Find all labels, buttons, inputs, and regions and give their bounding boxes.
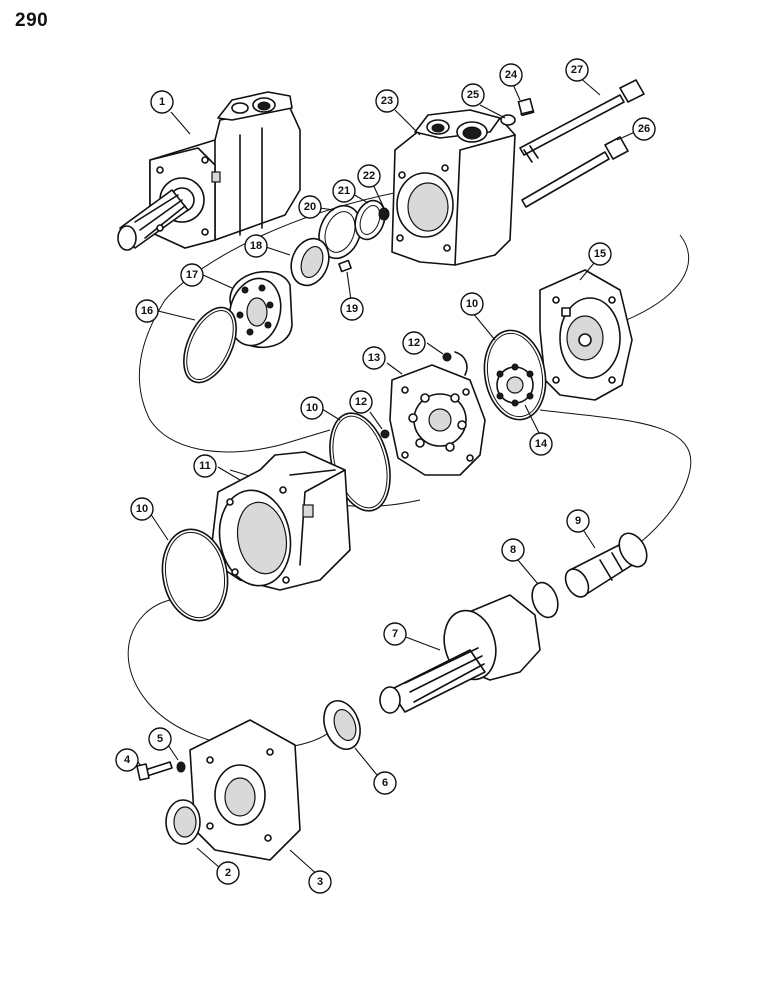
part-18-bearing <box>290 237 330 287</box>
svg-text:8: 8 <box>510 544 516 556</box>
callout-5: 5 <box>148 727 172 751</box>
part-7-output-shaft <box>379 594 541 714</box>
svg-text:7: 7 <box>392 628 398 640</box>
svg-text:15: 15 <box>594 248 606 260</box>
callout-23: 23 <box>375 89 399 113</box>
svg-text:23: 23 <box>381 95 393 107</box>
callout-15: 15 <box>588 242 612 266</box>
part-6-shaft-seal <box>323 699 361 751</box>
svg-text:10: 10 <box>466 298 478 310</box>
callout-4: 4 <box>115 748 139 772</box>
part-10-seal-lower <box>161 528 229 622</box>
svg-text:4: 4 <box>124 754 131 766</box>
svg-text:20: 20 <box>304 201 316 213</box>
callout-12-lower: 12 <box>349 390 373 414</box>
callout-20: 20 <box>298 195 322 219</box>
callout-26: 26 <box>632 117 656 141</box>
part-12-o-ring-lower <box>380 429 390 439</box>
svg-text:18: 18 <box>250 240 262 252</box>
callout-11: 11 <box>193 454 217 478</box>
callout-8: 8 <box>501 538 525 562</box>
svg-text:12: 12 <box>408 337 420 349</box>
part-13-wear-plate <box>389 364 486 476</box>
part-11-housing <box>209 451 351 591</box>
svg-text:27: 27 <box>571 64 583 76</box>
part-3-end-cover <box>189 719 301 861</box>
callout-6: 6 <box>373 771 397 795</box>
callout-10-middle: 10 <box>300 396 324 420</box>
callouts: 1 2 3 4 5 6 7 8 9 10 10 10 11 12 12 13 1… <box>115 58 656 894</box>
svg-text:26: 26 <box>638 123 650 135</box>
svg-text:10: 10 <box>136 503 148 515</box>
callout-22: 22 <box>357 164 381 188</box>
svg-text:13: 13 <box>368 352 380 364</box>
svg-text:11: 11 <box>199 460 211 472</box>
callout-9: 9 <box>566 509 590 533</box>
callout-19: 19 <box>340 297 364 321</box>
part-23-port-housing <box>391 109 516 266</box>
callout-17: 17 <box>180 263 204 287</box>
svg-text:9: 9 <box>575 515 581 527</box>
part-12-o-ring-upper <box>442 351 468 376</box>
part-26-bolt <box>521 136 629 208</box>
callout-1: 1 <box>150 90 174 114</box>
callout-10-lower: 10 <box>130 497 154 521</box>
svg-text:5: 5 <box>157 733 163 745</box>
page-number: 290 <box>15 10 49 31</box>
svg-text:10: 10 <box>306 402 318 414</box>
callout-7: 7 <box>383 622 407 646</box>
svg-text:19: 19 <box>346 303 358 315</box>
part-8-o-ring <box>531 581 559 619</box>
svg-text:21: 21 <box>338 185 350 197</box>
callout-3: 3 <box>308 870 332 894</box>
part-4-cap-screw <box>136 761 173 781</box>
callout-12-upper: 12 <box>402 331 426 355</box>
part-9-drive-link <box>564 532 648 598</box>
svg-text:2: 2 <box>225 867 231 879</box>
callout-24: 24 <box>499 63 523 87</box>
part-5-washer <box>176 761 186 773</box>
callout-18: 18 <box>244 234 268 258</box>
callout-21: 21 <box>332 179 356 203</box>
part-2-seal <box>165 799 201 845</box>
part-15-manifold-plate <box>539 269 633 401</box>
svg-text:12: 12 <box>355 396 367 408</box>
callout-25: 25 <box>461 83 485 107</box>
svg-text:24: 24 <box>505 69 518 81</box>
part-27-long-bolt <box>519 79 645 163</box>
callout-13: 13 <box>362 346 386 370</box>
svg-text:14: 14 <box>535 438 548 450</box>
part-21-thrust-washer <box>354 199 386 241</box>
part-19-pin <box>338 259 352 273</box>
svg-text:6: 6 <box>382 777 388 789</box>
part-24-plug <box>517 97 535 117</box>
part-20-thrust-washer <box>318 204 362 260</box>
part-14-gerotor-star <box>496 363 534 407</box>
callout-27: 27 <box>565 58 589 82</box>
svg-text:1: 1 <box>159 96 165 108</box>
svg-text:3: 3 <box>317 876 323 888</box>
callout-14: 14 <box>529 432 553 456</box>
svg-text:17: 17 <box>186 269 198 281</box>
svg-text:16: 16 <box>141 305 153 317</box>
part-16-seal-ring <box>183 306 237 384</box>
callout-16: 16 <box>135 299 159 323</box>
svg-text:25: 25 <box>467 89 479 101</box>
svg-text:22: 22 <box>363 170 375 182</box>
part-22-o-ring <box>378 207 390 221</box>
part-1-motor-assembly <box>117 91 301 251</box>
callout-10-upper: 10 <box>460 292 484 316</box>
callout-2: 2 <box>216 861 240 885</box>
part-17-commutator <box>228 270 293 349</box>
